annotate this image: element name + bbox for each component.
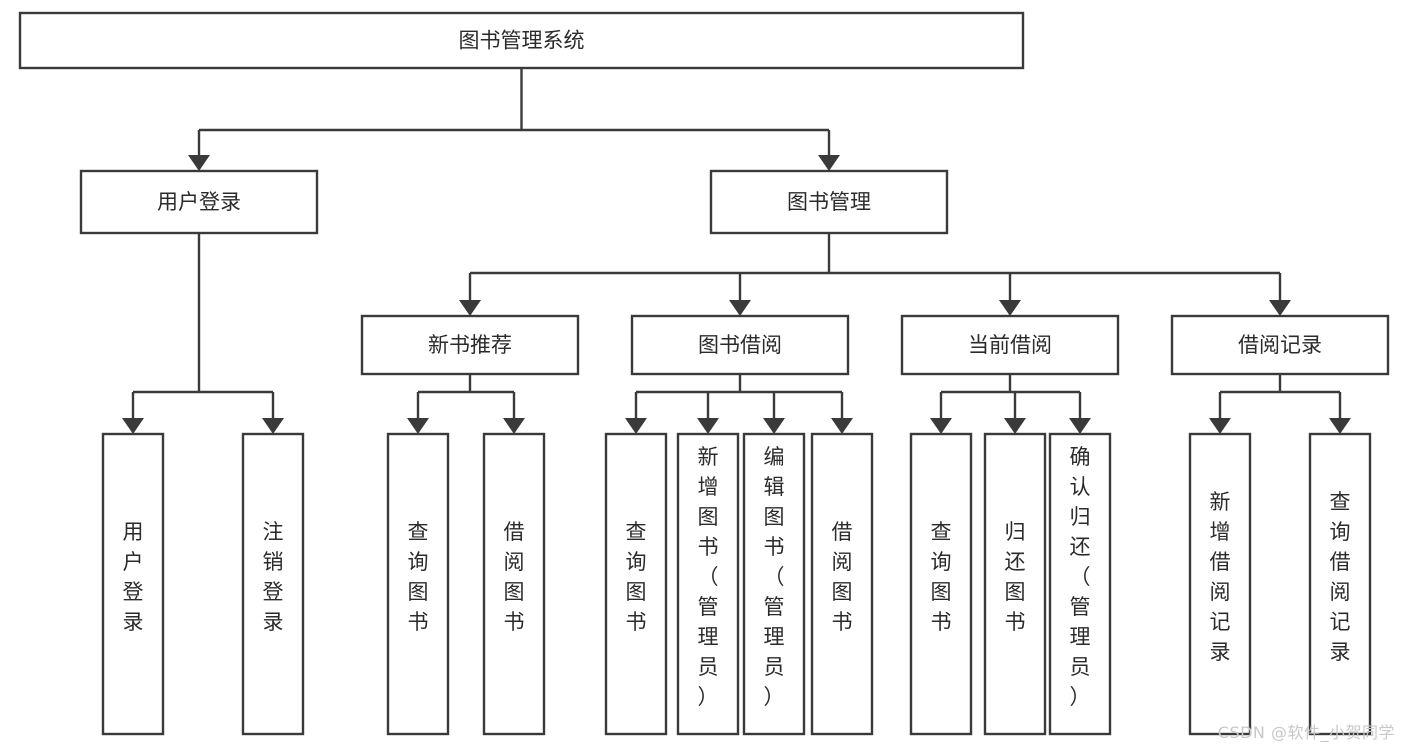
node-leaf-borrow-edit[interactable]: 编辑图书（管理员） xyxy=(742,432,806,736)
node-borrow-record[interactable]: 借阅记录 xyxy=(1170,314,1390,376)
node-box xyxy=(386,432,450,736)
node-box xyxy=(18,11,1025,70)
node-label: 注销登录 xyxy=(263,520,284,634)
arrow-head-icon xyxy=(999,300,1021,316)
node-label: 新增借阅记录 xyxy=(1210,490,1231,664)
node-label: 图书借阅 xyxy=(698,333,782,357)
node-box xyxy=(79,169,319,235)
node-label: 图书管理系统 xyxy=(459,29,585,53)
node-label: 图书管理 xyxy=(787,190,871,214)
arrow-head-icon xyxy=(1209,418,1231,434)
arrow-head-icon xyxy=(818,155,840,171)
node-leaf-user-logout[interactable]: 注销登录 xyxy=(241,432,305,736)
node-box xyxy=(709,169,949,235)
node-leaf-rec-query[interactable]: 查询图书 xyxy=(386,432,450,736)
node-label: 确认归还（管理员） xyxy=(1070,445,1091,709)
arrow-head-icon xyxy=(188,155,210,171)
node-box xyxy=(630,314,850,376)
node-box xyxy=(1170,314,1390,376)
node-leaf-borrow-query[interactable]: 查询图书 xyxy=(604,432,668,736)
node-leaf-cur-confirm[interactable]: 确认归还（管理员） xyxy=(1048,432,1112,736)
node-box xyxy=(604,432,668,736)
node-label: 当前借阅 xyxy=(968,333,1052,357)
node-label: 查询图书 xyxy=(626,520,647,634)
node-leaf-rec-borrow[interactable]: 借阅图书 xyxy=(482,432,546,736)
node-box xyxy=(482,432,546,736)
connectors-layer xyxy=(122,68,1351,434)
arrow-head-icon xyxy=(1069,418,1091,434)
node-new-book-rec[interactable]: 新书推荐 xyxy=(360,314,580,376)
arrow-head-icon xyxy=(831,418,853,434)
arrow-head-icon xyxy=(1004,418,1026,434)
node-root[interactable]: 图书管理系统 xyxy=(18,11,1025,70)
arrow-head-icon xyxy=(930,418,952,434)
node-leaf-rec-search[interactable]: 查询借阅记录 xyxy=(1308,432,1372,736)
node-leaf-borrow-add[interactable]: 新增图书（管理员） xyxy=(676,432,740,736)
arrow-head-icon xyxy=(729,300,751,316)
node-box xyxy=(810,432,874,736)
arrow-head-icon xyxy=(122,418,144,434)
node-current-borrow[interactable]: 当前借阅 xyxy=(900,314,1120,376)
node-label: 借阅图书 xyxy=(504,520,525,634)
node-leaf-cur-query[interactable]: 查询图书 xyxy=(909,432,973,736)
node-leaf-borrow-do[interactable]: 借阅图书 xyxy=(810,432,874,736)
arrow-head-icon xyxy=(407,418,429,434)
node-label: 用户登录 xyxy=(157,190,241,214)
node-label: 编辑图书（管理员） xyxy=(764,445,785,709)
node-box xyxy=(900,314,1120,376)
arrow-head-icon xyxy=(697,418,719,434)
nodes-layer: 图书管理系统用户登录图书管理新书推荐图书借阅当前借阅借阅记录用户登录注销登录查询… xyxy=(18,11,1390,736)
node-box xyxy=(742,432,806,736)
node-leaf-rec-add[interactable]: 新增借阅记录 xyxy=(1188,432,1252,736)
arrow-head-icon xyxy=(1269,300,1291,316)
node-box xyxy=(101,432,165,736)
arrow-head-icon xyxy=(1329,418,1351,434)
node-label: 用户登录 xyxy=(123,520,144,634)
node-box xyxy=(1308,432,1372,736)
node-box xyxy=(1048,432,1112,736)
node-label: 新增图书（管理员） xyxy=(698,445,719,709)
node-leaf-cur-return[interactable]: 归还图书 xyxy=(983,432,1047,736)
node-box xyxy=(676,432,740,736)
node-box xyxy=(360,314,580,376)
node-label: 新书推荐 xyxy=(428,333,512,357)
node-book-manage[interactable]: 图书管理 xyxy=(709,169,949,235)
node-label: 查询图书 xyxy=(408,520,429,634)
arrow-head-icon xyxy=(503,418,525,434)
node-box xyxy=(241,432,305,736)
node-box xyxy=(983,432,1047,736)
arrow-head-icon xyxy=(459,300,481,316)
node-leaf-user-login[interactable]: 用户登录 xyxy=(101,432,165,736)
node-user-login[interactable]: 用户登录 xyxy=(79,169,319,235)
node-label: 归还图书 xyxy=(1005,520,1026,634)
node-box xyxy=(909,432,973,736)
node-label: 借阅记录 xyxy=(1238,333,1322,357)
node-label: 借阅图书 xyxy=(832,520,853,634)
node-label: 查询图书 xyxy=(931,520,952,634)
node-book-borrow[interactable]: 图书借阅 xyxy=(630,314,850,376)
arrow-head-icon xyxy=(625,418,647,434)
arrow-head-icon xyxy=(763,418,785,434)
node-box xyxy=(1188,432,1252,736)
node-label: 查询借阅记录 xyxy=(1330,490,1351,664)
arrow-head-icon xyxy=(262,418,284,434)
